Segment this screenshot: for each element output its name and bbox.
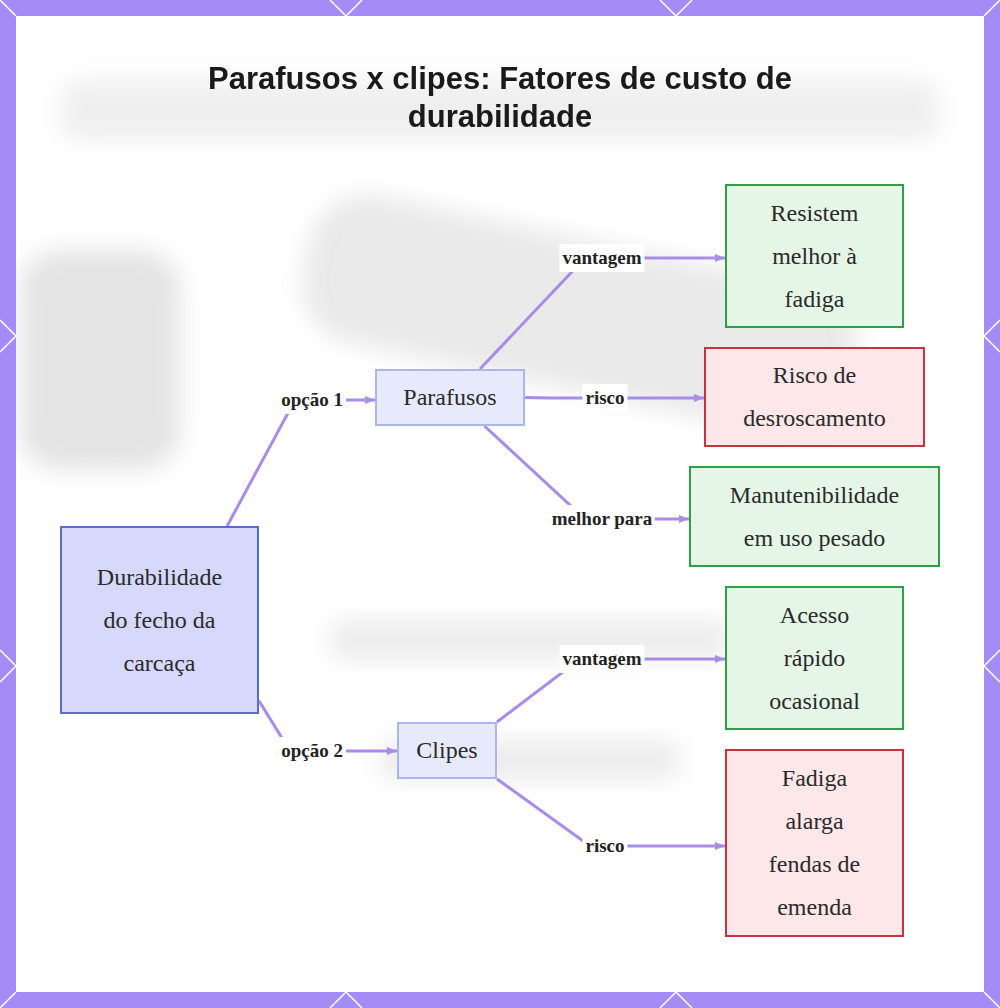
advantage-box: Resistem melhor à fadiga: [725, 184, 904, 328]
node-text: Parafusos: [403, 376, 496, 419]
node-text: Manutenibilidade em uso pesado: [719, 474, 910, 560]
edge-label: vantagem: [559, 645, 644, 673]
edge-label: risco: [582, 832, 627, 860]
edge-label: opção 2: [278, 737, 346, 765]
advantage-box: Acesso rápido ocasional: [725, 586, 904, 730]
risk-box: Risco de desroscamento: [704, 347, 925, 447]
edge-label: risco: [582, 384, 627, 412]
advantage-box: Manutenibilidade em uso pesado: [689, 466, 940, 567]
option-box: Clipes: [397, 722, 497, 779]
diagram-title: Parafusos x clipes: Fatores de custo de …: [180, 60, 820, 136]
page-border: [8, 8, 992, 1000]
node-text: Fadiga alarga fendas de emenda: [760, 757, 869, 929]
connector-arrow: [227, 400, 375, 526]
edge-label: melhor para: [549, 505, 655, 533]
background-illustration: [20, 80, 940, 780]
option-box: Parafusos: [375, 369, 525, 426]
node-text: Acesso rápido ocasional: [760, 594, 869, 723]
edge-label: opção 1: [278, 386, 346, 414]
risk-box: Fadiga alarga fendas de emenda: [725, 749, 904, 937]
node-text: Durabilidade do fecho da carcaça: [91, 556, 228, 685]
edge-label: vantagem: [559, 244, 644, 272]
connector-arrow: [480, 258, 725, 369]
node-text: Clipes: [416, 729, 477, 772]
node-text: Resistem melhor à fadiga: [767, 192, 862, 321]
node-text: Risco de desroscamento: [731, 354, 898, 440]
root-box: Durabilidade do fecho da carcaça: [60, 526, 259, 714]
